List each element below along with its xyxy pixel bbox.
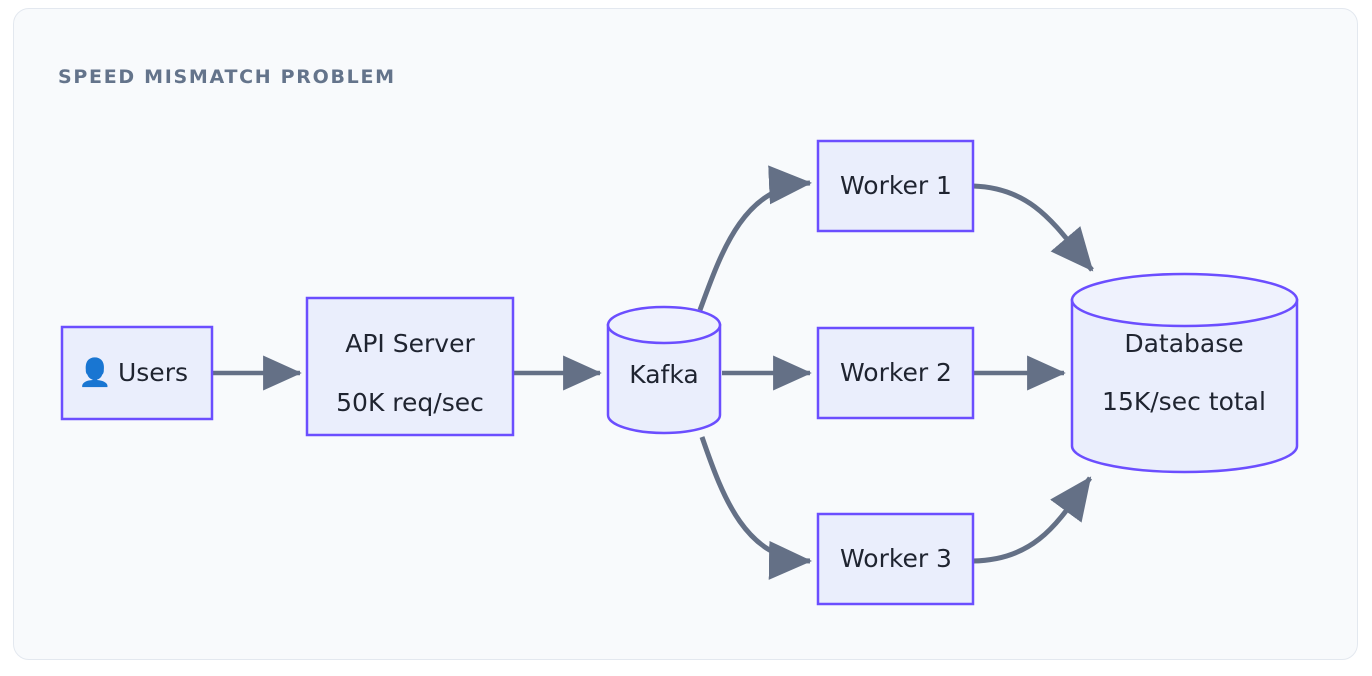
node-database-top <box>1070 272 1299 328</box>
edge-kafka-to-worker-3 <box>699 436 812 580</box>
node-users[interactable]: 👤 Users <box>60 325 214 421</box>
node-api-server-label-line2: 50K req/sec <box>336 388 484 417</box>
node-kafka[interactable]: Kafka <box>606 305 722 435</box>
page-title: SPEED MISMATCH PROBLEM <box>58 66 396 88</box>
node-worker-1-label: Worker 1 <box>840 171 952 200</box>
edge-worker-1-to-database <box>972 183 1094 272</box>
node-api-server-label-line1: API Server <box>345 329 475 358</box>
node-worker-2[interactable]: Worker 2 <box>816 326 975 420</box>
node-database[interactable]: Database 15K/sec total <box>1070 272 1299 474</box>
node-worker-1-box[interactable] <box>816 139 975 233</box>
node-api-server[interactable]: API Server 50K req/sec <box>305 296 515 437</box>
node-database-label-line2: 15K/sec total <box>1102 387 1266 416</box>
edges-layer <box>212 165 1094 580</box>
node-api-server-box[interactable] <box>305 296 515 437</box>
node-worker-3[interactable]: Worker 3 <box>816 512 975 606</box>
node-worker-2-box[interactable] <box>816 326 975 420</box>
node-kafka-top <box>606 305 722 345</box>
node-kafka-body[interactable] <box>606 323 722 435</box>
edge-worker-3-to-database <box>972 476 1093 564</box>
node-users-box[interactable] <box>60 325 214 421</box>
node-users-label: Users <box>118 358 188 387</box>
user-icon: 👤 <box>78 357 112 389</box>
node-worker-3-label: Worker 3 <box>840 544 952 573</box>
node-database-body[interactable] <box>1070 298 1299 474</box>
node-worker-1[interactable]: Worker 1 <box>816 139 975 233</box>
node-worker-2-label: Worker 2 <box>840 358 952 387</box>
edge-kafka-to-worker-1 <box>697 165 812 311</box>
node-kafka-label: Kafka <box>629 360 698 389</box>
node-database-label-line1: Database <box>1124 329 1243 358</box>
node-worker-3-box[interactable] <box>816 512 975 606</box>
